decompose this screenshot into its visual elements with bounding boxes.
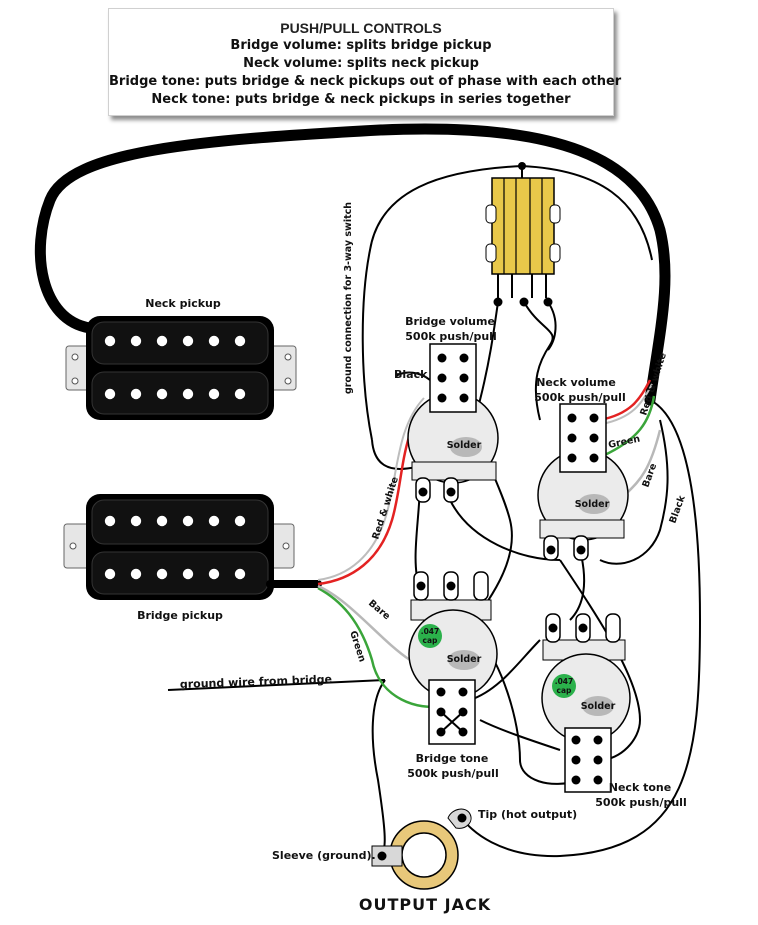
- bridge-tone-pot: .047 cap Solder Bridge tone 500k push/pu…: [407, 571, 499, 780]
- neck-tone-cap-label-1: .047: [555, 677, 574, 686]
- bridge-tone-cap-label-1: .047: [421, 627, 440, 636]
- bridge-pickup: Bridge pickup: [63, 494, 295, 622]
- tip-label: Tip (hot output): [478, 808, 577, 821]
- green-wire-label-1: Green: [347, 630, 367, 664]
- bridge-volume-spec: 500k push/pull: [405, 330, 496, 343]
- ground-switch-label: ground connection for 3-way switch: [343, 202, 354, 394]
- neck-pickup-label: Neck pickup: [145, 297, 221, 310]
- notes-line-3: Bridge tone: puts bridge & neck pickups …: [109, 74, 622, 89]
- white-lead-bridge: [317, 397, 425, 581]
- black-wire-label-1: Black: [394, 368, 428, 381]
- neck-volume-solder-label: Solder: [575, 499, 610, 510]
- bridge-tone-label: Bridge tone: [416, 752, 489, 765]
- bridge-volume-pot: Solder Bridge volume 500k push/pull: [405, 315, 499, 503]
- neck-tone-pot: .047 cap Solder Neck tone 500k push/pull: [541, 613, 687, 809]
- black-wire-label-2: Black: [667, 494, 687, 526]
- bare-lead-neck: [627, 429, 662, 493]
- neck-tone-label: Neck tone: [609, 781, 671, 794]
- bare-wire-label-1: Bare: [366, 598, 392, 622]
- notes-line-4: Neck tone: puts bridge & neck pickups in…: [151, 92, 571, 107]
- neck-volume-pot: Solder Neck volume 500k push/pull: [534, 376, 629, 561]
- white-lead-neck: [601, 383, 653, 425]
- notes-line-2: Neck volume: splits neck pickup: [243, 56, 479, 71]
- notes-line-1: Bridge volume: splits bridge pickup: [230, 38, 492, 53]
- ground-wire-label: ground wire from bridge: [180, 673, 333, 691]
- neck-pickup-cable: [34, 123, 671, 406]
- red-white-label-1: Red & white: [370, 475, 401, 540]
- bridge-tone-cap-label-2: cap: [423, 636, 439, 645]
- neck-tone-solder-label: Solder: [581, 701, 616, 712]
- bare-wire-label-2: Bare: [640, 462, 659, 489]
- neck-tone-cap-label-2: cap: [557, 686, 573, 695]
- neck-pickup: Neck pickup: [65, 297, 297, 420]
- sleeve-label: Sleeve (ground).: [272, 849, 376, 862]
- neck-tone-spec: 500k push/pull: [595, 796, 686, 809]
- output-jack: Sleeve (ground). Tip (hot output) OUTPUT…: [272, 808, 577, 914]
- output-jack-label: OUTPUT JACK: [359, 895, 491, 914]
- bridge-volume-solder-label: Solder: [447, 440, 482, 451]
- notes-title: PUSH/PULL CONTROLS: [280, 20, 442, 36]
- green-lead-bridge: [317, 586, 441, 708]
- red-lead-neck: [599, 379, 652, 422]
- three-way-switch: [485, 162, 561, 307]
- bridge-tone-spec: 500k push/pull: [407, 767, 498, 780]
- bridge-tone-solder-label: Solder: [447, 654, 482, 665]
- green-wire-label-2: Green: [607, 433, 641, 450]
- bridge-volume-label: Bridge volume: [405, 315, 495, 328]
- neck-volume-spec: 500k push/pull: [534, 391, 625, 404]
- neck-volume-label: Neck volume: [536, 376, 616, 389]
- push-pull-notes: PUSH/PULL CONTROLS Bridge volume: splits…: [108, 8, 622, 116]
- green-lead-neck: [597, 395, 656, 460]
- bridge-pickup-label: Bridge pickup: [137, 609, 223, 622]
